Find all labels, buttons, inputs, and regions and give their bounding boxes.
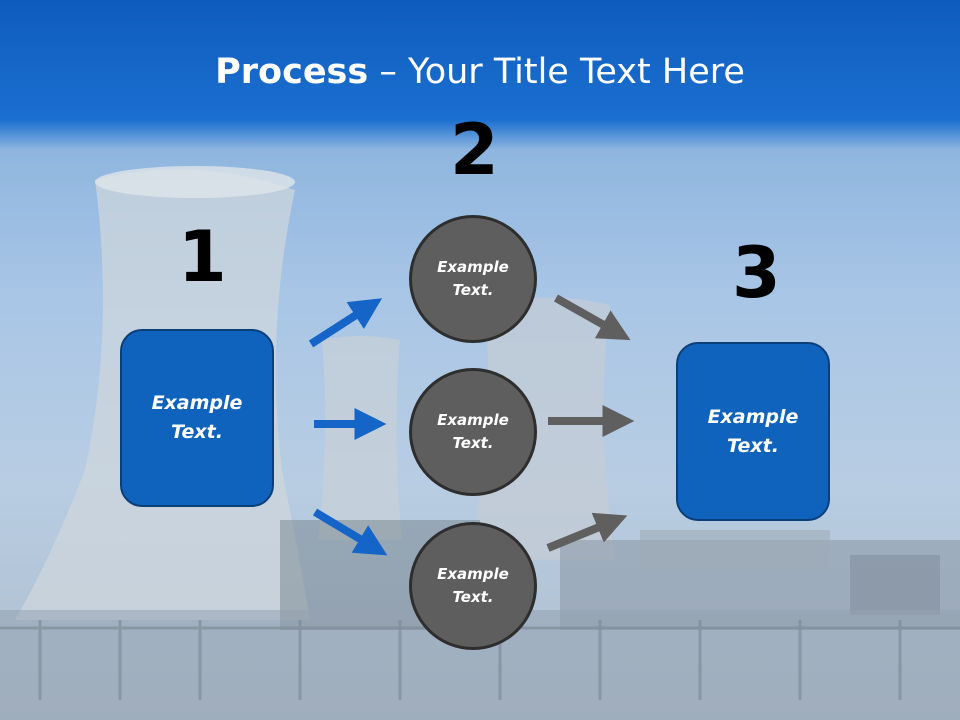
circle-middle-text-line2: Text. <box>452 434 494 452</box>
slide-title: Process – Your Title Text Here <box>0 52 960 92</box>
title-bold: Process <box>215 52 369 92</box>
title-separator: – <box>368 52 408 92</box>
title-rest: Your Title Text Here <box>407 52 745 92</box>
step-1-text-line2: Text. <box>171 421 223 443</box>
circle-top-text-line1: Example <box>437 258 509 276</box>
step-1-text-line1: Example <box>151 392 243 414</box>
arrow-bottom-to-3 <box>546 512 628 552</box>
step-3-text-line1: Example <box>707 405 799 428</box>
circle-bottom-text-line2: Text. <box>452 588 494 606</box>
arrow-top-to-3 <box>554 294 631 341</box>
circle-bottom-text-line1: Example <box>437 565 509 583</box>
step-2-number: 2 <box>450 109 499 191</box>
circle-top-text-line2: Text. <box>452 281 494 299</box>
circle-middle-text-line1: Example <box>437 411 509 429</box>
step-3-number: 3 <box>732 232 781 314</box>
step-1-number: 1 <box>178 216 227 298</box>
arrow-1-to-top <box>308 298 383 348</box>
step-3-text-line2: Text. <box>727 434 779 457</box>
arrow-1-to-bottom <box>312 508 388 556</box>
